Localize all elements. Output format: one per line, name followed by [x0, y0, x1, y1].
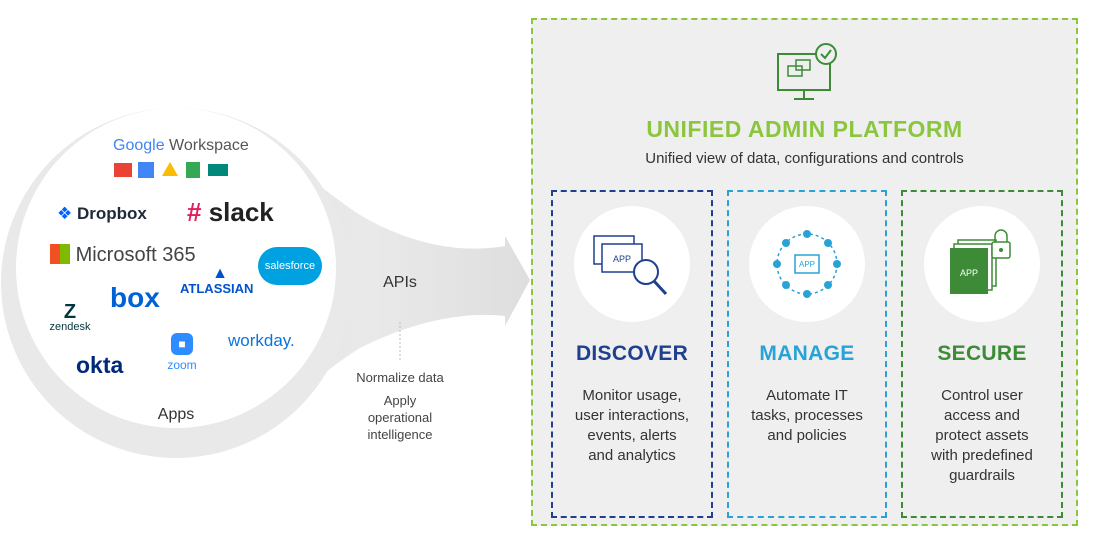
- apis-label: APIs: [383, 274, 417, 291]
- apps-label: Apps: [157, 406, 195, 423]
- google-wordmark: Google: [113, 137, 165, 154]
- app-network-icon: APP: [773, 230, 841, 298]
- salesforce-wordmark: salesforce: [264, 260, 316, 272]
- manage-app-text: APP: [799, 260, 815, 269]
- secure-title: SECURE: [937, 342, 1027, 365]
- unified-admin-platform: UNIFIED ADMIN PLATFORM Unified view of d…: [531, 18, 1078, 526]
- salesforce-logo: salesforce: [258, 247, 322, 285]
- zendesk-wordmark: zendesk: [49, 321, 91, 333]
- microsoft-wordmark: Microsoft 365: [75, 244, 196, 266]
- manage-column: APP MANAGE Automate IT tasks, processes …: [727, 190, 887, 518]
- atlassian-icon: ▲: [212, 265, 228, 282]
- manage-title: MANAGE: [759, 342, 855, 365]
- google-apps-icons: [114, 162, 228, 178]
- google-workspace-logo: Google Workspace: [113, 138, 249, 154]
- zendesk-logo: Z zendesk: [46, 302, 94, 333]
- okta-wordmark: okta: [76, 352, 124, 378]
- slack-wordmark: slack: [208, 197, 274, 227]
- workday-logo: workday.: [228, 332, 295, 349]
- platform-subtitle: Unified view of data, configurations and…: [645, 150, 964, 167]
- normalize-label: Normalize data: [356, 370, 444, 385]
- workspace-wordmark: Workspace: [169, 137, 249, 154]
- slack-logo: # slack: [187, 199, 274, 225]
- discover-desc: Monitor usage, user interactions, events…: [574, 387, 690, 464]
- secure-box: [901, 190, 1063, 518]
- secure-app-text: APP: [960, 268, 978, 278]
- platform-title: UNIFIED ADMIN PLATFORM: [646, 116, 963, 142]
- calendar-icon: [138, 162, 154, 178]
- discover-title: DISCOVER: [575, 342, 689, 365]
- discover-column: APP DISCOVER Monitor usage, user interac…: [551, 190, 713, 518]
- discover-icon-circle: APP: [574, 206, 690, 322]
- discover-box: [551, 190, 713, 518]
- docs-icon: [186, 162, 200, 178]
- microsoft-logo: Microsoft 365: [50, 244, 196, 265]
- zoom-wordmark: zoom: [167, 358, 197, 372]
- gmail-icon: [114, 163, 132, 177]
- manage-box: [727, 190, 887, 518]
- manage-desc: Automate IT tasks, processes and policie…: [751, 387, 863, 444]
- discover-app-text: APP: [613, 254, 631, 264]
- atlassian-logo: ▲ ATLASSIAN: [180, 265, 254, 296]
- okta-logo: okta: [76, 354, 123, 377]
- secure-desc: Control user access and protect assets w…: [931, 387, 1033, 484]
- drive-icon: [162, 162, 178, 176]
- box-logo: box: [110, 284, 160, 312]
- secure-column: APP SECURE Control user access and prote…: [901, 190, 1063, 518]
- dropbox-icon: ❖: [57, 204, 73, 223]
- monitor-check-icon: [777, 43, 837, 100]
- app-search-icon: APP: [593, 235, 668, 296]
- zoom-logo: ■ zoom: [160, 333, 204, 371]
- slack-icon: #: [187, 197, 202, 227]
- apply-label: Apply operational intelligence: [367, 393, 433, 442]
- dropbox-wordmark: Dropbox: [76, 204, 147, 223]
- secure-icon-circle: APP: [924, 206, 1040, 322]
- box-wordmark: box: [110, 282, 160, 313]
- zoom-icon: ■: [171, 333, 193, 355]
- dropbox-logo: ❖ Dropbox: [57, 205, 147, 222]
- app-lock-icon: APP: [950, 229, 1011, 294]
- zendesk-icon: Z: [63, 301, 77, 323]
- workday-wordmark: workday.: [228, 331, 295, 350]
- manage-icon-circle: APP: [749, 206, 865, 322]
- microsoft-icon: [50, 244, 70, 264]
- atlassian-wordmark: ATLASSIAN: [180, 281, 254, 296]
- meet-icon: [208, 164, 228, 176]
